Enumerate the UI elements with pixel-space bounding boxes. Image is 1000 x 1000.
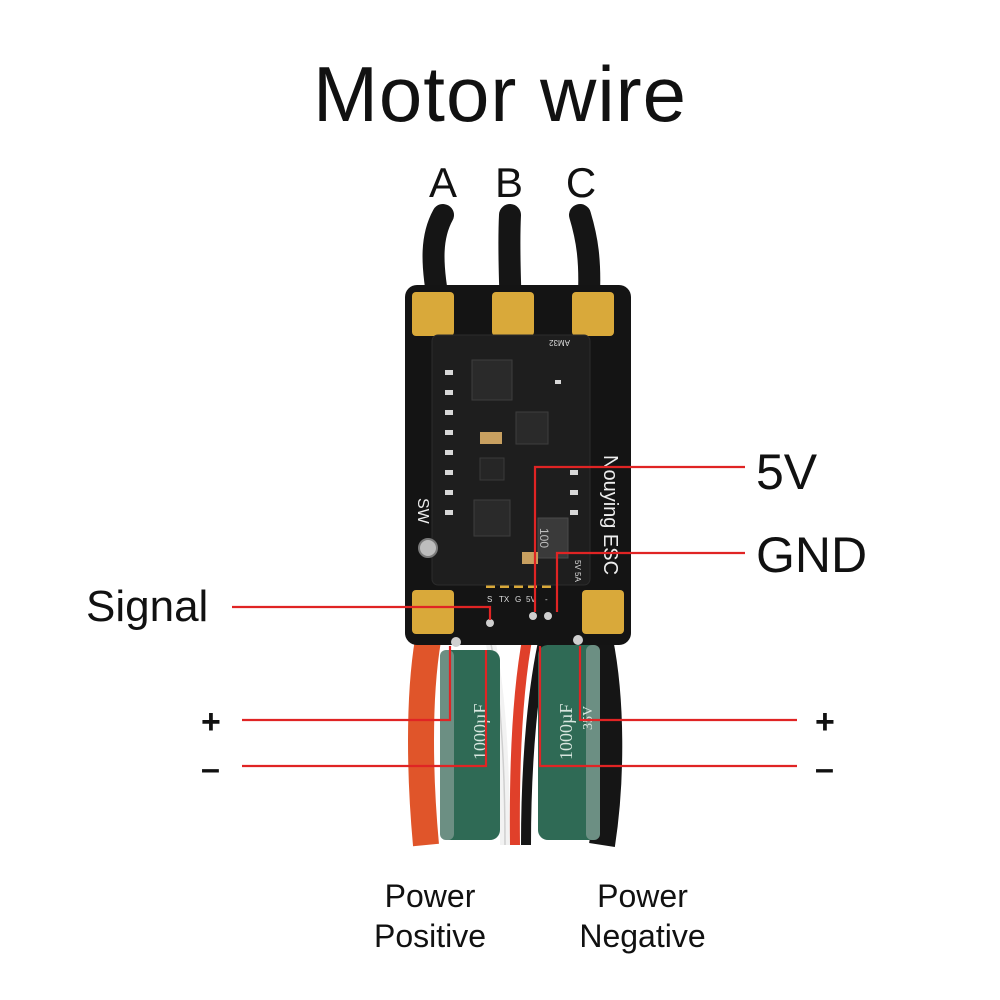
pad-motor-b: [492, 292, 534, 336]
harness-white-outline: [487, 629, 506, 846]
silk-chip-tag: AM32: [549, 338, 570, 347]
silk-brand: Nouying ESC: [599, 455, 621, 575]
svg-text:G: G: [515, 595, 521, 604]
driver-chip-1: [515, 411, 549, 445]
capacitor-right: [538, 645, 600, 840]
pad-motor-c: [572, 292, 614, 336]
callout-line-minus-right: [538, 646, 797, 768]
pad-power-positive: [412, 590, 454, 634]
pad-power-negative: [582, 590, 624, 634]
solder-gnd: [544, 612, 552, 620]
phase-label-b: B: [494, 159, 523, 206]
callout-5v-label: 5V: [756, 444, 818, 500]
callout-line-plus-left: [242, 646, 452, 722]
callout-line-5v: [533, 465, 745, 612]
callout-lines: [232, 465, 797, 768]
regulator: [479, 457, 505, 481]
callout-plus-left-label: +: [201, 703, 221, 741]
cap-right-voltage: 35V: [581, 706, 596, 730]
phase-label-a: A: [428, 159, 457, 206]
pad-motor-a: [412, 292, 454, 336]
silk-rating: 5V 5A: [573, 560, 582, 582]
caption-power-negative: Power Negative: [579, 878, 706, 954]
power-negative-wire: [587, 637, 623, 847]
mount-hole: [418, 538, 438, 558]
callout-minus-left-label: –: [201, 750, 220, 788]
silk-pin-labels: S TX G 5V -: [487, 595, 548, 604]
callout-line-minus-left: [242, 650, 488, 768]
solder-power-negative: [573, 635, 583, 645]
callout-gnd-label: GND: [756, 527, 868, 583]
svg-text:-: -: [545, 595, 548, 604]
silk-inductor: 100: [537, 528, 551, 548]
solder-5v: [529, 612, 537, 620]
callout-minus-right-label: –: [815, 750, 834, 788]
cap-right-value: 1000µF: [556, 704, 576, 760]
mcu-chip: [471, 359, 513, 401]
driver-chip-2: [473, 499, 511, 537]
page-title: Motor wire: [312, 50, 688, 138]
phase-label-c: C: [565, 159, 597, 206]
capacitor-left-stripe: [440, 650, 454, 840]
svg-text:5V: 5V: [526, 595, 536, 604]
callout-line-signal: [232, 605, 492, 620]
solder-power-positive: [451, 637, 461, 647]
silk-components: [445, 370, 578, 515]
svg-text:S: S: [487, 595, 492, 604]
capacitor-right-stripe: [586, 645, 600, 840]
callout-plus-right-label: +: [815, 703, 835, 741]
harness-black-wire: [521, 623, 552, 846]
inductor: [537, 517, 569, 559]
harness-red-wire: [509, 623, 535, 846]
callout-line-gnd: [555, 551, 745, 612]
solder-signal: [486, 619, 494, 627]
silk-sw: SW: [414, 498, 431, 525]
callout-signal-label: Signal: [86, 582, 209, 631]
callout-line-plus-right: [578, 646, 797, 722]
smd-component-1: [480, 432, 502, 444]
power-positive-wire: [408, 637, 441, 847]
caption-power-positive: Power Positive: [373, 878, 487, 954]
svg-text:TX: TX: [499, 595, 510, 604]
